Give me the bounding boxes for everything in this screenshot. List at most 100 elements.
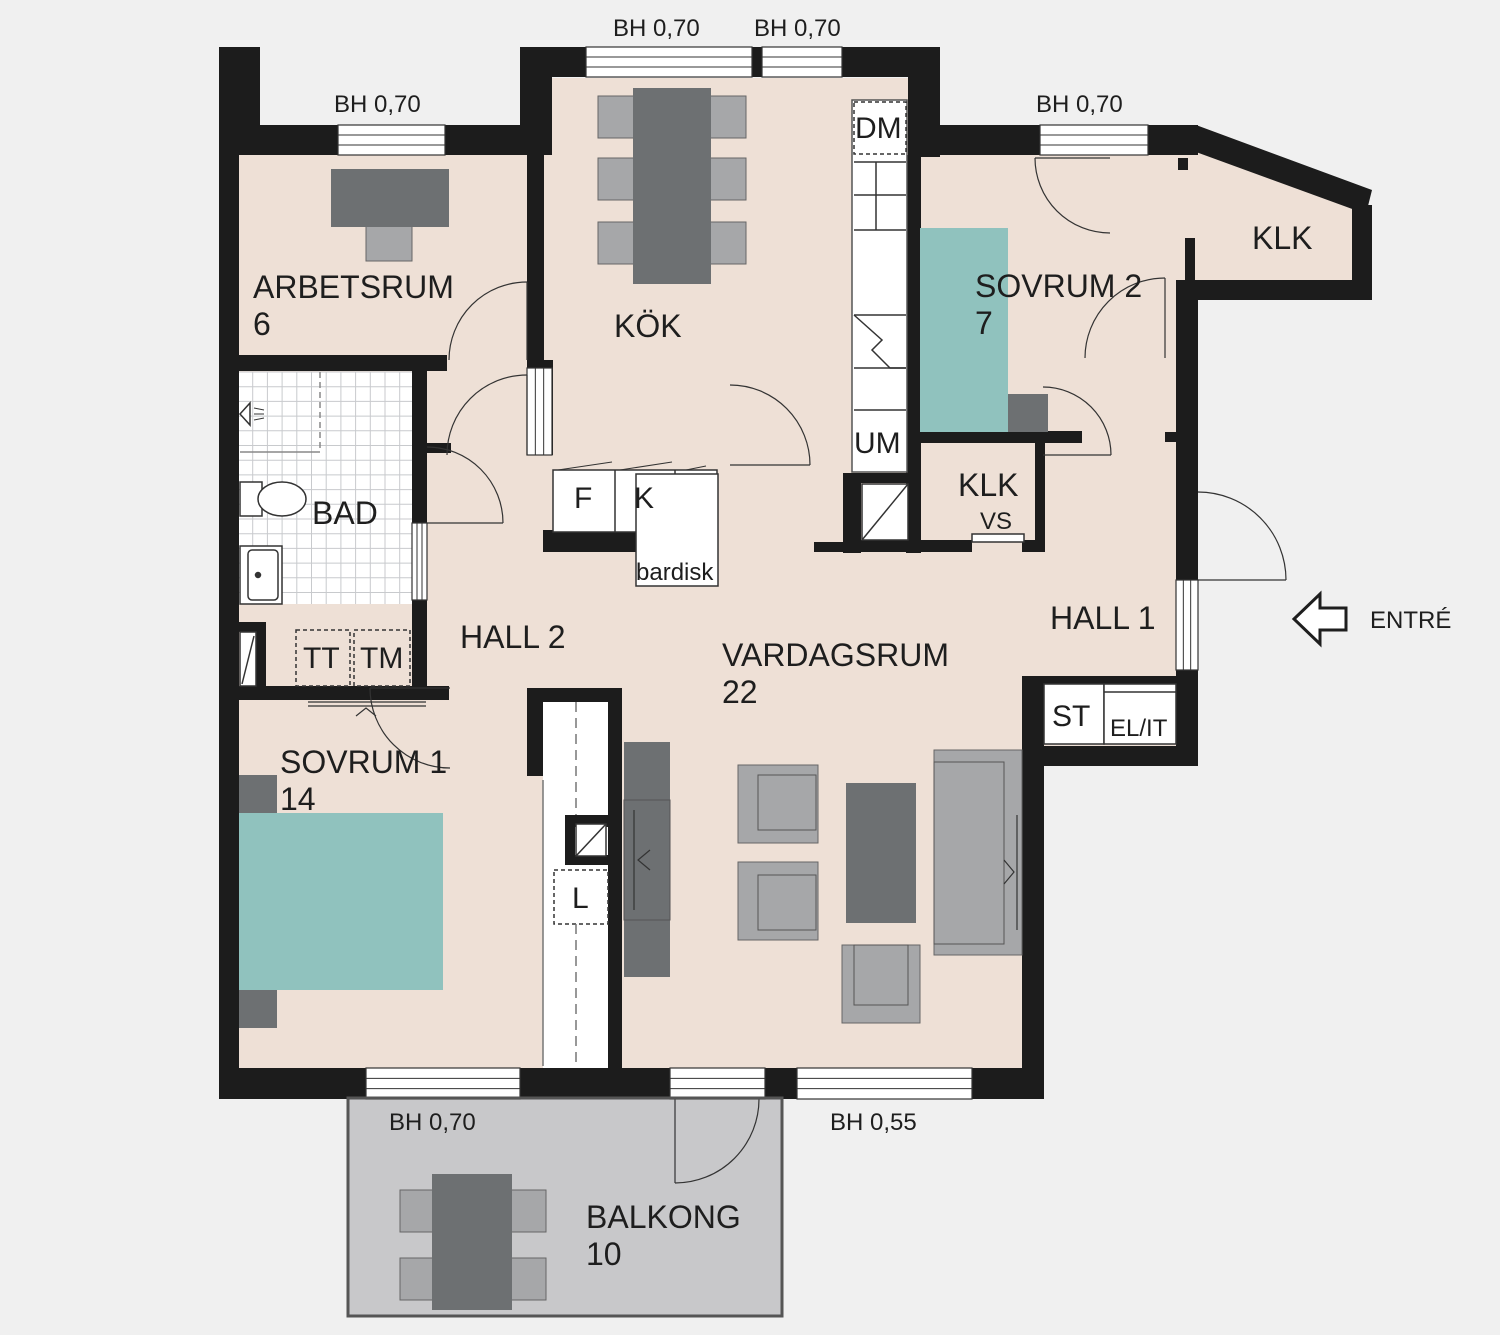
wall [920,540,972,552]
fixture-bardisk: bardisk [636,559,714,586]
wall [527,688,620,702]
sofa-icon [623,742,671,977]
wall [527,688,543,776]
furniture [239,88,1048,1310]
windows [337,46,1199,1100]
wall [1035,440,1045,550]
wall [219,47,239,1099]
room-name-klk-mid: KLK [958,467,1018,503]
door-swing-icon [1042,386,1112,456]
window-icon [669,1067,766,1100]
dining-table-icon [597,88,747,284]
window-icon [1175,579,1199,671]
wall [1022,746,1198,766]
toilet-icon [239,481,307,517]
fixture-st: ST [1052,700,1090,733]
room-area-vardagsrum: 22 [722,674,758,710]
wall [527,125,544,368]
bed-icon [239,775,443,1028]
wall [256,622,266,688]
room-name-hall1: HALL 1 [1050,600,1156,636]
window-icon [365,1067,521,1100]
wall [1196,280,1372,300]
window-icon [761,46,843,78]
wash-basin [971,533,1025,543]
wall [1176,670,1198,766]
window-label-arbetsrum: BH 0,70 [334,91,421,118]
wall [1148,125,1198,155]
room-name-kok: KÖK [614,308,682,344]
sideboard-icon [933,749,1023,956]
window-label-kok-left: BH 0,70 [613,15,700,42]
shower-icon [238,401,265,427]
room-labels: ARBETSRUM 6 KÖK SOVRUM 2 7 KLK BAD KLK H… [253,220,1312,1272]
wall [906,155,921,553]
room-name-bad: BAD [312,495,378,531]
wall [520,47,586,77]
wall [972,1068,1044,1099]
door-swing-icon [446,374,528,456]
wall [765,1068,797,1099]
wall [920,431,1045,443]
fixture-el-it: EL/IT [1110,715,1168,742]
dishwasher-box [853,101,907,155]
wall [752,47,762,77]
bed-icon [920,228,1048,432]
fixture-dm: DM [855,112,902,145]
bar-counter [635,473,719,587]
room-name-sovrum2: SOVRUM 2 [975,268,1142,304]
fixture-um: UM [854,427,901,460]
fixture-tm: TM [360,642,403,675]
armchair-icon [841,944,921,1024]
window-icon [411,522,428,601]
walls [219,47,1372,1099]
desk-icon [331,169,449,262]
armchair-icon [737,764,819,844]
electrical-cabinet [1103,683,1177,745]
door-swing-icon [448,281,528,361]
wall [219,1068,366,1099]
room-name-balkong: BALKONG [586,1199,741,1235]
room-area-sovrum1: 14 [280,781,316,817]
door-swing-icon [1197,491,1287,581]
balcony-table-icon [399,1174,547,1310]
wall [843,473,911,483]
entrance-arrow-icon [1291,590,1348,648]
balcony-railing [346,1096,784,1318]
table-icon [846,783,916,923]
wall [239,622,264,632]
washing-machine [353,629,411,687]
door-swing-icon [1034,157,1111,234]
window-label-vardagsrum: BH 0,55 [830,1109,917,1136]
room-area-balkong: 10 [586,1236,622,1272]
door-swing-icon [426,446,504,524]
door-swing-icon [1084,277,1166,359]
wall [1352,205,1372,300]
wall [608,688,622,1070]
tumble-dryer [295,629,351,687]
wall [843,473,861,553]
entrance-label: ENTRÉ [1370,607,1451,634]
wall [1033,431,1082,443]
room-name-sovrum1: SOVRUM 1 [280,744,447,780]
wall [1165,432,1177,442]
window-icon [1039,124,1149,156]
window-icon [585,46,753,78]
fixture-k: K [634,482,654,515]
wall [239,355,447,371]
fixture-f: F [574,482,592,515]
window-icon [526,367,553,456]
wall [520,1068,670,1099]
wall [1178,158,1188,170]
wall [565,855,609,865]
room-area-arbetsrum: 6 [253,306,271,342]
room-name-vardagsrum: VARDAGSRUM [722,637,949,673]
wall [1022,676,1044,1098]
wall [908,125,1040,155]
doors [369,157,1287,1184]
wall [565,815,575,865]
wall [412,600,427,700]
wall [239,686,449,700]
fixture-vs: VS [980,508,1012,535]
